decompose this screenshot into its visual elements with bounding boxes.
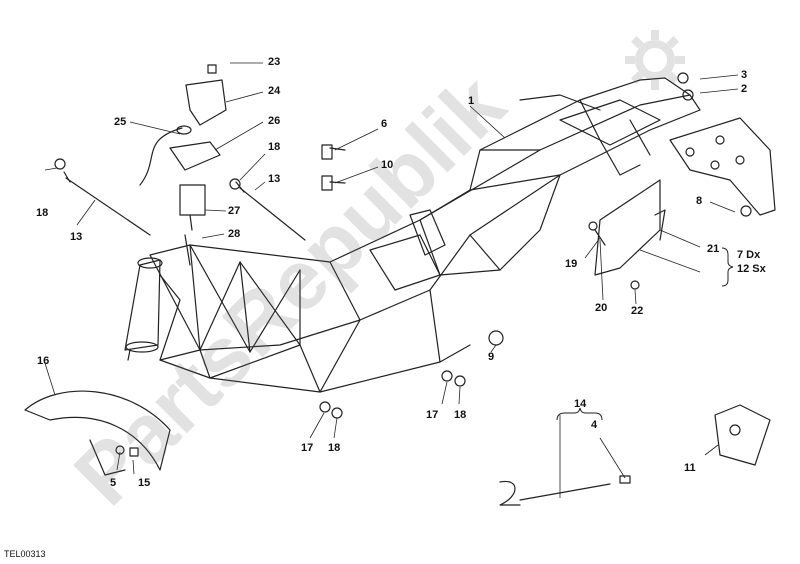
- side-panel: [594, 179, 666, 276]
- callout-17-left: 17: [301, 442, 314, 454]
- callout-23: 23: [268, 56, 281, 68]
- main-frame: [149, 77, 701, 393]
- callout-7-dx: 7 Dx: [737, 249, 761, 261]
- callout-9: 9: [488, 351, 495, 363]
- callout-1: 1: [468, 95, 475, 107]
- callout-18-right: 18: [454, 409, 467, 421]
- callout-20: 20: [595, 302, 608, 314]
- callout-18-top: 18: [268, 141, 281, 153]
- callout-3: 3: [741, 69, 748, 81]
- callout-13-left: 13: [70, 231, 83, 243]
- callout-28: 28: [228, 228, 241, 240]
- callout-18-far-left: 18: [36, 207, 49, 219]
- cover-part-11: [714, 404, 771, 466]
- callout-18-bottom: 18: [328, 442, 341, 454]
- callout-17-right: 17: [426, 409, 439, 421]
- callout-2: 2: [741, 83, 748, 95]
- callout-26: 26: [268, 115, 281, 127]
- callout-19: 19: [565, 258, 578, 270]
- callout-27: 27: [228, 205, 241, 217]
- rod-part-14: [499, 475, 631, 506]
- callout-11: 11: [684, 462, 696, 474]
- bolts: [63, 144, 346, 241]
- steering-head: [124, 257, 163, 361]
- callout-25: 25: [114, 116, 127, 128]
- callout-22: 22: [631, 305, 644, 317]
- callout-10: 10: [381, 159, 394, 171]
- front-fender: [24, 390, 171, 476]
- callout-6: 6: [381, 118, 388, 130]
- callout-12-sx: 12 Sx: [737, 263, 766, 275]
- callout-8: 8: [696, 195, 703, 207]
- callout-24: 24: [268, 85, 281, 97]
- callout-15: 15: [138, 477, 151, 489]
- callout-4: 4: [591, 419, 598, 431]
- leader-lines: [43, 62, 739, 498]
- callout-21: 21: [707, 243, 720, 255]
- tail-bracket: [669, 117, 776, 216]
- callout-13-right: 13: [268, 173, 281, 185]
- drawing-code: TEL00313: [4, 549, 46, 559]
- ignition-parts: [139, 64, 227, 266]
- callout-5: 5: [110, 477, 117, 489]
- callout-16: 16: [37, 355, 50, 367]
- bushings: [54, 72, 752, 419]
- callout-14: 14: [574, 398, 587, 410]
- braces: [556, 247, 734, 421]
